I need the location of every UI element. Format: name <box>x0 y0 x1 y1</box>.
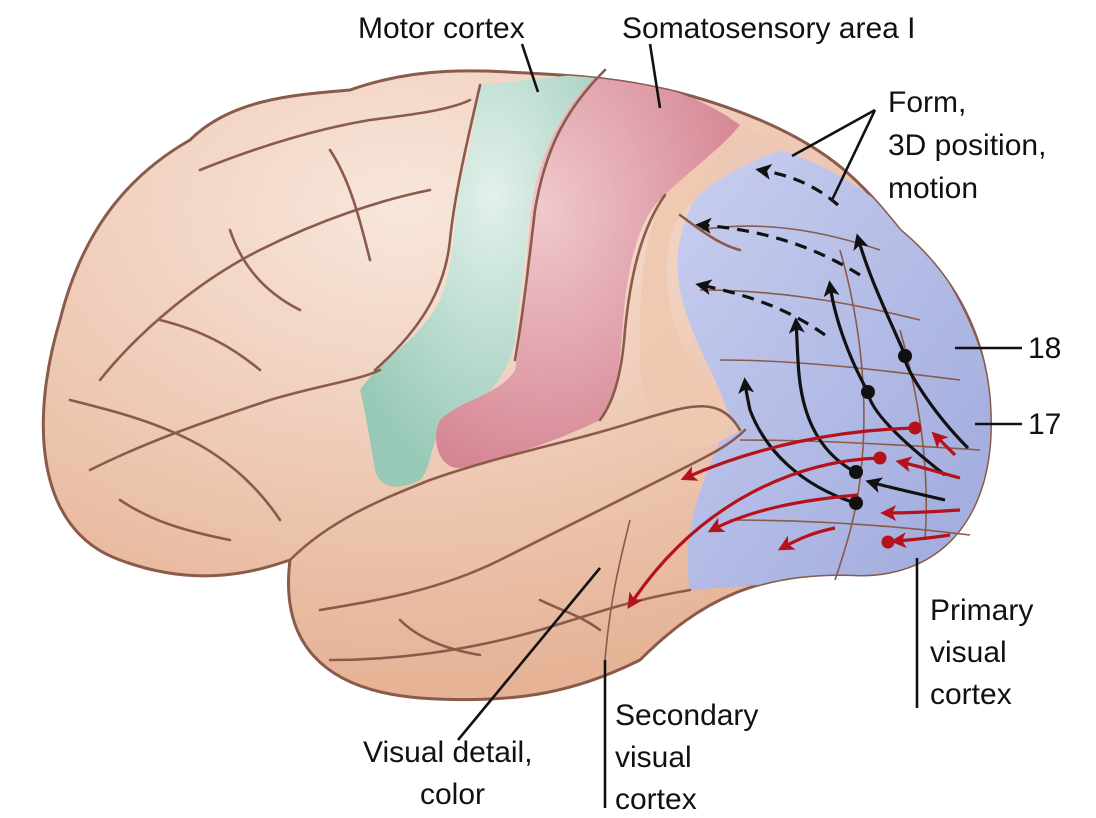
secondary-visual-label-line3: cortex <box>615 783 697 816</box>
brain-hemisphere <box>41 68 992 702</box>
secondary-visual-label-line2: visual <box>615 741 692 774</box>
black-origin-dot <box>849 496 863 510</box>
form-leader-b <box>830 109 877 201</box>
somatosensory-region <box>436 72 740 469</box>
central-sulcus <box>513 68 607 362</box>
somatosensory-leader <box>648 43 662 109</box>
black-dashed-arrow-icon <box>695 279 826 337</box>
red-origin-dot <box>908 421 922 435</box>
visual-detail-label-line1: Visual detail, <box>363 736 533 769</box>
black-arrow-icon <box>865 477 946 502</box>
red-arrow-icon <box>931 431 957 457</box>
visual-detail-leader <box>456 567 602 741</box>
postcentral-sulcus <box>598 193 667 422</box>
frontal-sulcus-6 <box>228 228 302 312</box>
black-origin-dot <box>861 385 875 399</box>
black-arrow-icon <box>788 317 856 474</box>
form-leader-a <box>791 108 876 158</box>
visual-gyrus-line-5 <box>729 519 971 536</box>
ventral-pathway-arrows <box>627 421 961 609</box>
labels: Motor cortex Somatosensory area I Form, … <box>358 12 1061 816</box>
black-dashed-arrow-icon <box>695 217 861 277</box>
visual-detail-label-line2: color <box>420 778 485 811</box>
red-arrow-icon <box>777 526 836 551</box>
primary-visual-label-line3: cortex <box>930 678 1012 711</box>
red-arrow-icon <box>880 504 961 521</box>
leader-lines <box>456 43 1022 808</box>
black-arrow-icon <box>738 377 856 505</box>
frontal-sulcus-7 <box>328 148 372 262</box>
frontal-sulcus-8 <box>118 498 232 542</box>
black-origin-dot <box>898 349 912 363</box>
motor-cortex-label: Motor cortex <box>358 12 525 45</box>
form-label-line3: motion <box>888 172 978 205</box>
somatosensory-label: Somatosensory area I <box>622 12 915 45</box>
superior-temporal-sulcus <box>318 428 747 612</box>
form-label-line1: Form, <box>888 86 966 119</box>
frontal-sulcus-2 <box>88 368 382 472</box>
precentral-sulcus <box>373 83 482 372</box>
secondary-visual-boundary <box>604 519 631 661</box>
frontal-sulcus-5 <box>158 318 262 372</box>
frontal-sulcus-3 <box>198 98 472 172</box>
frontal-sulcus-4 <box>68 398 282 522</box>
parietal-sulcus-1 <box>678 213 742 252</box>
motor-cortex-region <box>360 72 600 487</box>
red-arrow-icon <box>627 456 881 609</box>
motor-cortex-leader <box>520 43 540 93</box>
frontal-sulcus-1 <box>98 188 432 382</box>
dorsal-pathway-arrows <box>695 163 970 510</box>
red-arrow-icon <box>895 456 961 480</box>
parietal-strip <box>640 125 790 448</box>
black-origin-dot <box>849 465 863 479</box>
visual-gyrus-line-3 <box>719 359 961 381</box>
red-arrow-icon <box>890 532 951 549</box>
red-arrow-icon <box>707 493 859 533</box>
secondary-visual-label-line1: Secondary <box>615 699 758 732</box>
area-18-label: 18 <box>1028 332 1061 365</box>
temporal-sulcus-1 <box>398 618 482 657</box>
temporal-sulcus-2 <box>538 598 602 632</box>
sylvian-fissure <box>288 404 742 562</box>
visual-areas-region <box>677 140 991 590</box>
red-arrow-icon <box>680 426 916 481</box>
primary-visual-label-line1: Primary <box>930 594 1033 627</box>
primary-visual-label-line2: visual <box>930 636 1007 669</box>
form-label-line2: 3D position, <box>888 129 1046 162</box>
red-origin-dot <box>873 451 887 465</box>
area-17-label: 17 <box>1028 408 1061 441</box>
red-origin-dot <box>881 535 895 549</box>
